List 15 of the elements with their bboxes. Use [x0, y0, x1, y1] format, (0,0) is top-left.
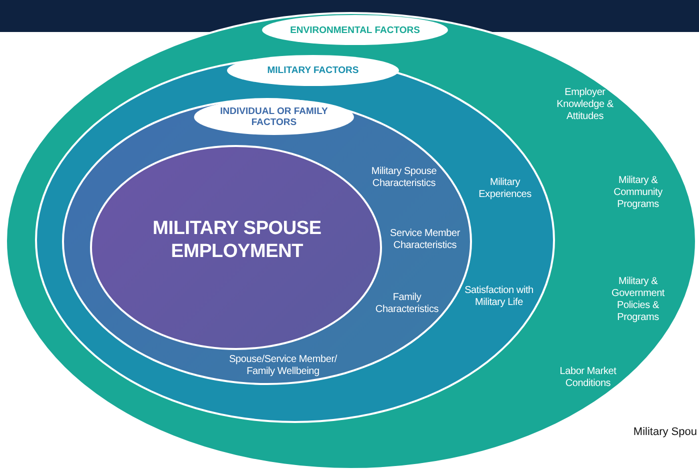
factor-text: Military & Government Policies & Programs [610, 276, 666, 324]
section-heading: INDIVIDUAL OR FAMILY FACTORS [194, 99, 354, 135]
factor-text: Satisfaction with Military Life [464, 285, 534, 309]
factor-text: Employer Knowledge & Attitudes [556, 87, 614, 123]
factor-text: Military Experiences [478, 177, 532, 201]
caption-text: Military Spou [633, 426, 697, 438]
factor-text: Labor Market Conditions [558, 366, 618, 390]
factor-text: Service Member Characteristics [389, 228, 461, 252]
factor-text: Military Spouse Characteristics [370, 166, 438, 190]
factor-text: Spouse/Service Member/ Family Wellbeing [228, 354, 338, 378]
factor-text: Family Characteristics [374, 292, 440, 316]
center-title: MILITARY SPOUSE EMPLOYMENT [152, 217, 322, 263]
section-heading: ENVIRONMENTAL FACTORS [262, 15, 448, 45]
section-heading: MILITARY FACTORS [227, 55, 399, 86]
factor-text: Military & Community Programs [612, 175, 664, 211]
